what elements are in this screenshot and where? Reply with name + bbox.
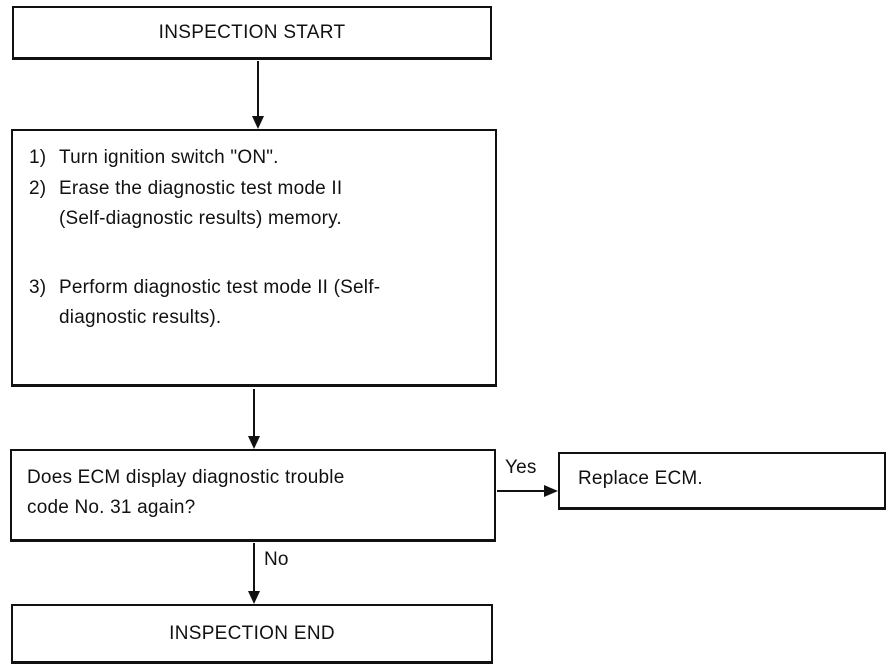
step-3: 3) Perform diagnostic test mode II (Self-… [29,273,380,333]
step-2-line-1: Erase the diagnostic test mode II [59,178,343,199]
step-3-line-2: diagnostic results). [59,307,222,328]
step-2-line-2: (Self-diagnostic results) memory. [59,208,342,229]
step-3-line-1: Perform diagnostic test mode II (Self- [59,277,381,298]
arrowhead-steps-to-question [248,436,260,449]
inspection-end-box: INSPECTION END [11,604,493,664]
arrowhead-question-to-replace [544,485,558,497]
decision-question-line-2: code No. 31 again? [27,497,196,518]
step-2: 2) Erase the diagnostic test mode II (Sel… [29,174,342,234]
branch-no-label: No [264,549,289,570]
decision-box: Does ECM display diagnostic trouble code… [10,449,496,542]
replace-ecm-label: Replace ECM. [578,468,703,489]
decision-question: Does ECM display diagnostic trouble code… [27,463,345,523]
branch-yes-label: Yes [505,457,537,478]
replace-ecm-box: Replace ECM. [558,452,886,510]
step-1-number: 1) [29,147,47,168]
arrowhead-start-to-steps [252,116,264,129]
inspection-start-label: INSPECTION START [158,21,346,43]
step-3-number: 3) [29,277,47,298]
procedure-steps-box: 1) Turn ignition switch "ON". 2) Erase the… [11,129,497,387]
inspection-start-box: INSPECTION START [12,6,492,60]
arrowhead-question-to-end [248,591,260,604]
step-1-line-1: Turn ignition switch "ON". [59,147,279,168]
inspection-end-label: INSPECTION END [169,622,335,644]
decision-question-line-1: Does ECM display diagnostic trouble [27,467,345,488]
step-1: 1) Turn ignition switch "ON". [29,143,279,173]
step-2-number: 2) [29,178,47,199]
